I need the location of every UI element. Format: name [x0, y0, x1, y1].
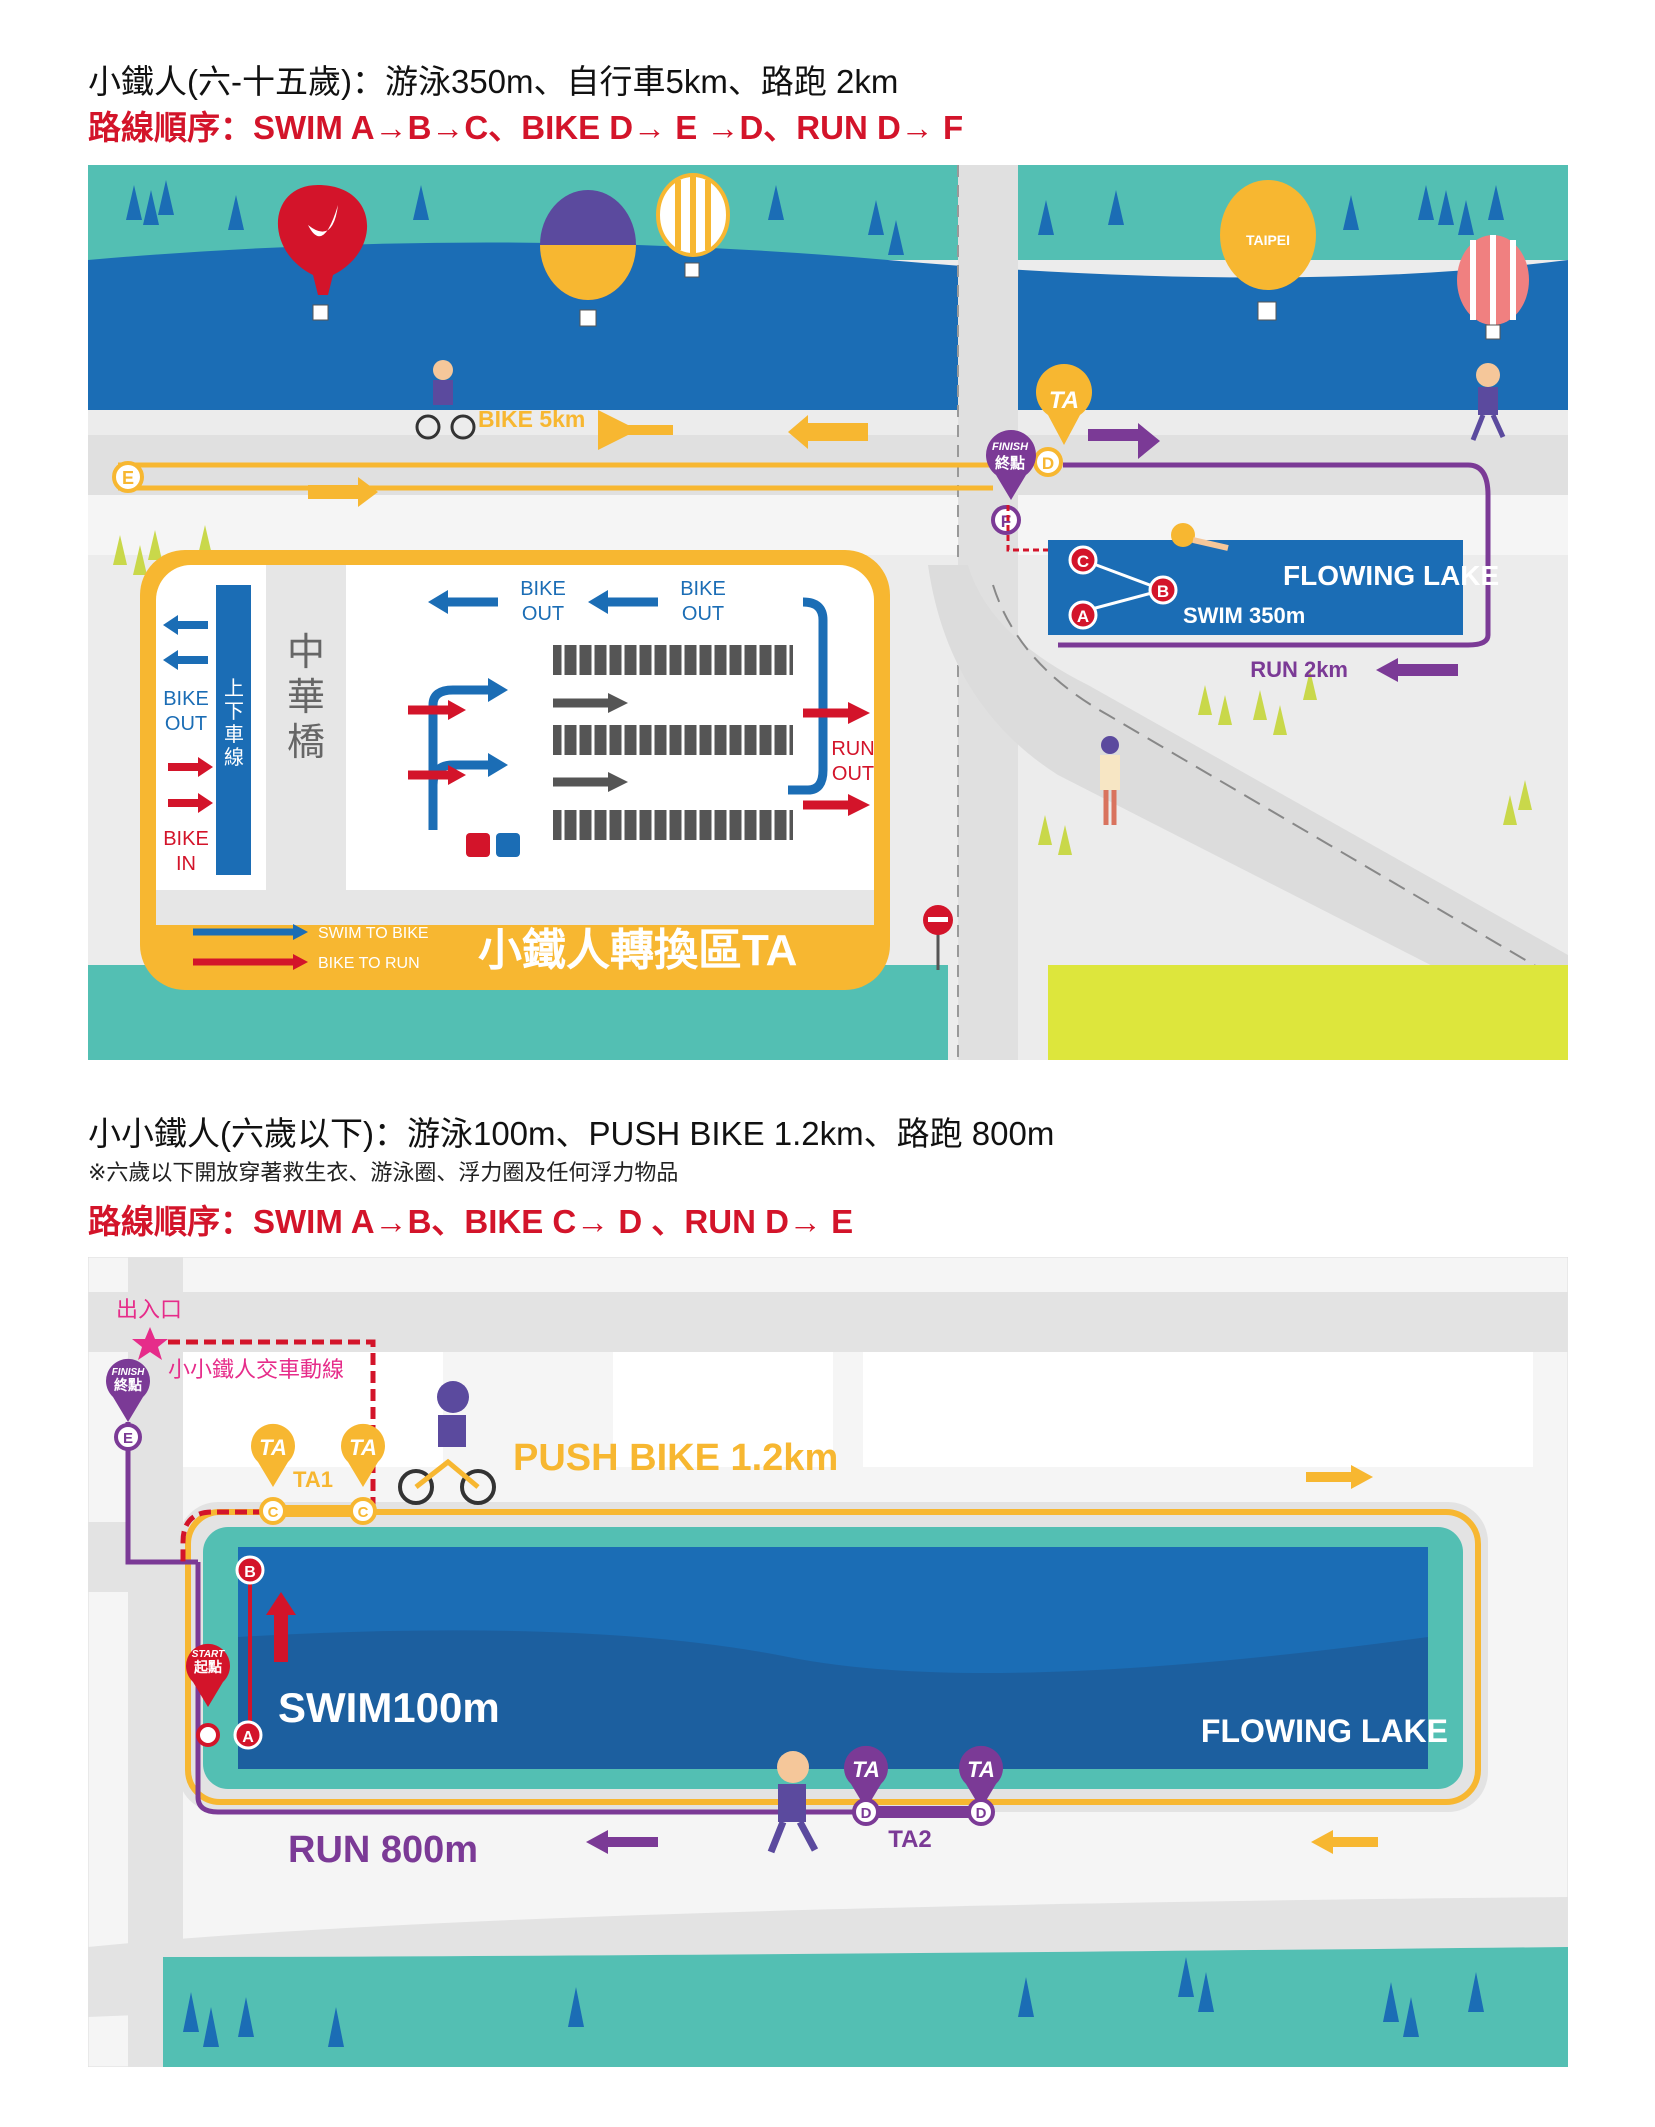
drop-lane: [216, 585, 251, 875]
push-bike-rider-icon: [398, 1381, 496, 1505]
point-e-label: E: [122, 468, 134, 488]
run-out-2: OUT: [832, 763, 874, 785]
runner-icon: [767, 1751, 819, 1854]
swim-label: SWIM100m: [278, 1684, 500, 1731]
brand-icon-blue: [496, 833, 520, 857]
lake-label: FLOWING LAKE: [1283, 560, 1499, 591]
swim-distance-label: SWIM 350m: [1183, 603, 1305, 628]
ta2-left-text: TA: [852, 1757, 880, 1782]
start-marker-icon: [186, 1643, 231, 1707]
lane-char-1: 上: [224, 677, 244, 700]
point-e-label: E: [123, 1430, 133, 1447]
runner-icon: [1470, 363, 1506, 441]
point-e-marker: [112, 461, 144, 493]
ta1-right-text: TA: [349, 1435, 377, 1460]
bridge-char-3: 橋: [287, 722, 325, 764]
bottom-tree-icons: [183, 1957, 1484, 2047]
balloon-icons: [277, 173, 1529, 340]
section2-note: ※六歲以下開放穿著救生衣、游泳圈、浮力圈及任何浮力物品: [88, 1160, 679, 1185]
bike-out-mid-2: OUT: [522, 603, 564, 625]
tree-icons: [126, 180, 1504, 255]
push-bike-label: PUSH BIKE 1.2km: [513, 1437, 838, 1479]
ta2-right-text: TA: [967, 1757, 995, 1782]
run-out-1: RUN: [831, 738, 874, 760]
lane-char-2: 下: [224, 701, 244, 723]
entrance-star-icon: [132, 1327, 168, 1360]
point-d-left-label: D: [861, 1805, 872, 1822]
swimmer-icon: [1171, 523, 1229, 551]
ta2-marker-right-icon: [959, 1745, 1003, 1809]
finish-marker-icon: [106, 1358, 150, 1422]
point-a-label: A: [1077, 607, 1089, 626]
finish-zh-label: 終點: [114, 1377, 142, 1393]
point-b-label: B: [1157, 582, 1169, 601]
point-b-label: B: [244, 1564, 256, 1581]
logo-text: TAIPEI: [1246, 232, 1290, 248]
green-tree-icons: [113, 525, 1532, 855]
finish-en-label: FINISH: [992, 441, 1029, 453]
map-toddler-triathlon: FLOWING LAKE SWIM100m RUN 800m PUSH BIKE…: [88, 1257, 1568, 2067]
legend-bike-to-run: BIKE TO RUN: [318, 955, 420, 972]
entrance-label: 出入口: [116, 1297, 182, 1322]
map-kids-triathlon: TAIPEI BIKE 5km E TA D FINISH 終點 F RUN 2…: [88, 165, 1568, 1060]
legend-swim-to-bike: SWIM TO BIKE: [318, 925, 429, 942]
ta2-label: TA2: [888, 1826, 932, 1853]
ta1-marker-left-icon: [251, 1423, 295, 1487]
bike-out-right-2: OUT: [682, 603, 724, 625]
section2-title: 小小鐵人(六歲以下)：游泳100m、PUSH BIKE 1.2km、路跑 800…: [88, 1115, 1055, 1152]
bike-in-1: BIKE: [163, 828, 209, 850]
lane-char-4: 線: [224, 746, 244, 769]
run-distance-label: RUN 2km: [1250, 657, 1348, 682]
finish-marker-icon: [986, 429, 1036, 500]
run-label: RUN 800m: [288, 1829, 478, 1871]
point-d-label: D: [1042, 454, 1054, 473]
section1-route-order: 路線順序：SWIM A→B→C、BIKE D→ E →D、RUN D→ F: [88, 109, 964, 146]
bike-out-left-2: OUT: [165, 713, 207, 735]
ta1-label: TA1: [293, 1467, 333, 1492]
lane-char-3: 車: [224, 723, 244, 746]
bike-in-2: IN: [176, 853, 196, 875]
bike-distance-label: BIKE 5km: [478, 406, 585, 432]
lake-label: FLOWING LAKE: [1201, 1713, 1448, 1749]
section1-title: 小鐵人(六-十五歲)：游泳350m、自行車5km、路跑 2km: [88, 63, 899, 100]
flowing-lake: [1048, 540, 1463, 635]
point-c-right-label: C: [358, 1504, 369, 1521]
ta-label-top: TA: [1049, 387, 1079, 414]
cyclist-icon: [415, 360, 476, 440]
section2-route-order: 路線順序：SWIM A→B、BIKE C→ D 、RUN D→ E: [88, 1203, 854, 1240]
ta-zone-label: 小鐵人轉換區TA: [478, 926, 797, 975]
point-c-label: C: [1077, 552, 1089, 571]
point-f-label: F: [1001, 512, 1011, 531]
brand-icon-red: [466, 833, 490, 857]
ta1-marker-right-icon: [341, 1423, 385, 1487]
finish-en-label: FINISH: [112, 1367, 146, 1378]
no-entry-sign-icon: [923, 905, 953, 970]
bike-out-left-1: BIKE: [163, 688, 209, 710]
bike-drop-label: 小小鐵人交車動線: [168, 1357, 344, 1382]
point-d-right-label: D: [976, 1805, 987, 1822]
ta-marker-icon: [1036, 364, 1093, 445]
bike-out-mid-1: BIKE: [520, 578, 566, 600]
start-en-label: START: [192, 1649, 225, 1660]
bridge-char-1: 中: [287, 632, 325, 674]
ta1-left-text: TA: [259, 1435, 287, 1460]
ta2-marker-left-icon: [844, 1745, 889, 1809]
finish-zh-label: 終點: [995, 454, 1025, 472]
pedestrian-icon: [1100, 736, 1120, 825]
point-a-label: A: [242, 1729, 254, 1746]
bridge-char-2: 華: [287, 677, 325, 719]
bike-out-right-1: BIKE: [680, 578, 726, 600]
point-c-left-label: C: [268, 1504, 279, 1521]
start-zh-label: 起點: [193, 1659, 222, 1675]
